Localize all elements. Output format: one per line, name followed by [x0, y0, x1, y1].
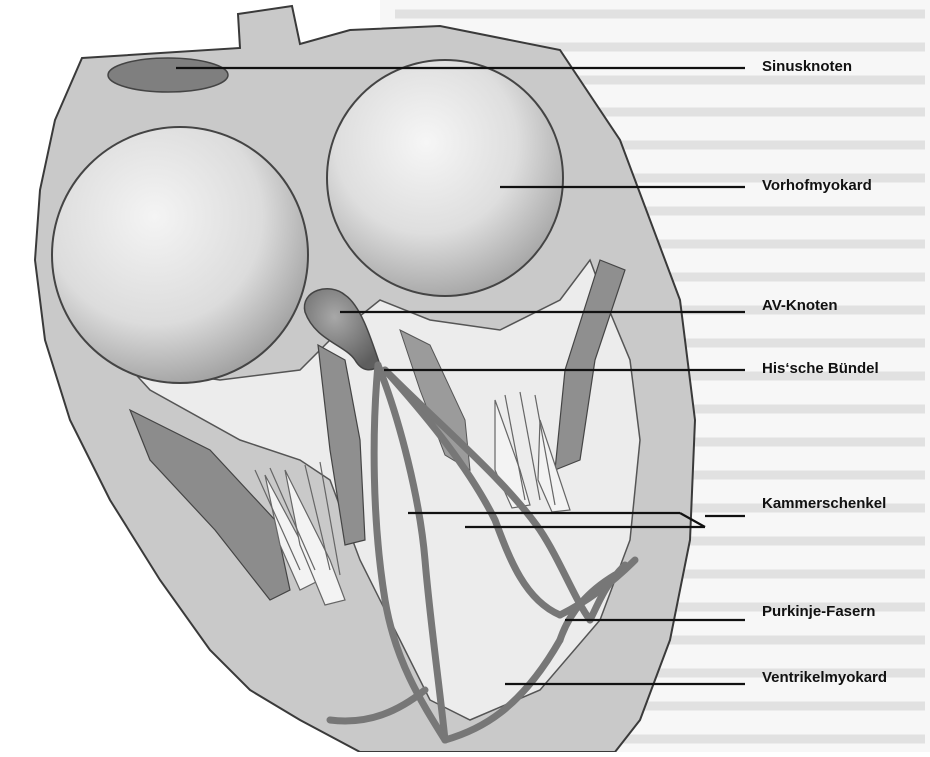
- right-atrium-sphere: [52, 127, 308, 383]
- label-av-knoten: AV-Knoten: [762, 298, 838, 313]
- label-his-buendel: His‘sche Bündel: [762, 361, 879, 376]
- label-purkinje: Purkinje-Fasern: [762, 604, 875, 619]
- label-vorhofmyokard: Vorhofmyokard: [762, 178, 872, 193]
- label-ventrikelmyokard: Ventrikelmyokard: [762, 670, 887, 685]
- label-sinusknoten: Sinusknoten: [762, 59, 852, 74]
- sinus-node: [108, 58, 228, 92]
- label-kammerschenkel: Kammerschenkel: [762, 496, 886, 511]
- left-atrium-sphere: [327, 60, 563, 296]
